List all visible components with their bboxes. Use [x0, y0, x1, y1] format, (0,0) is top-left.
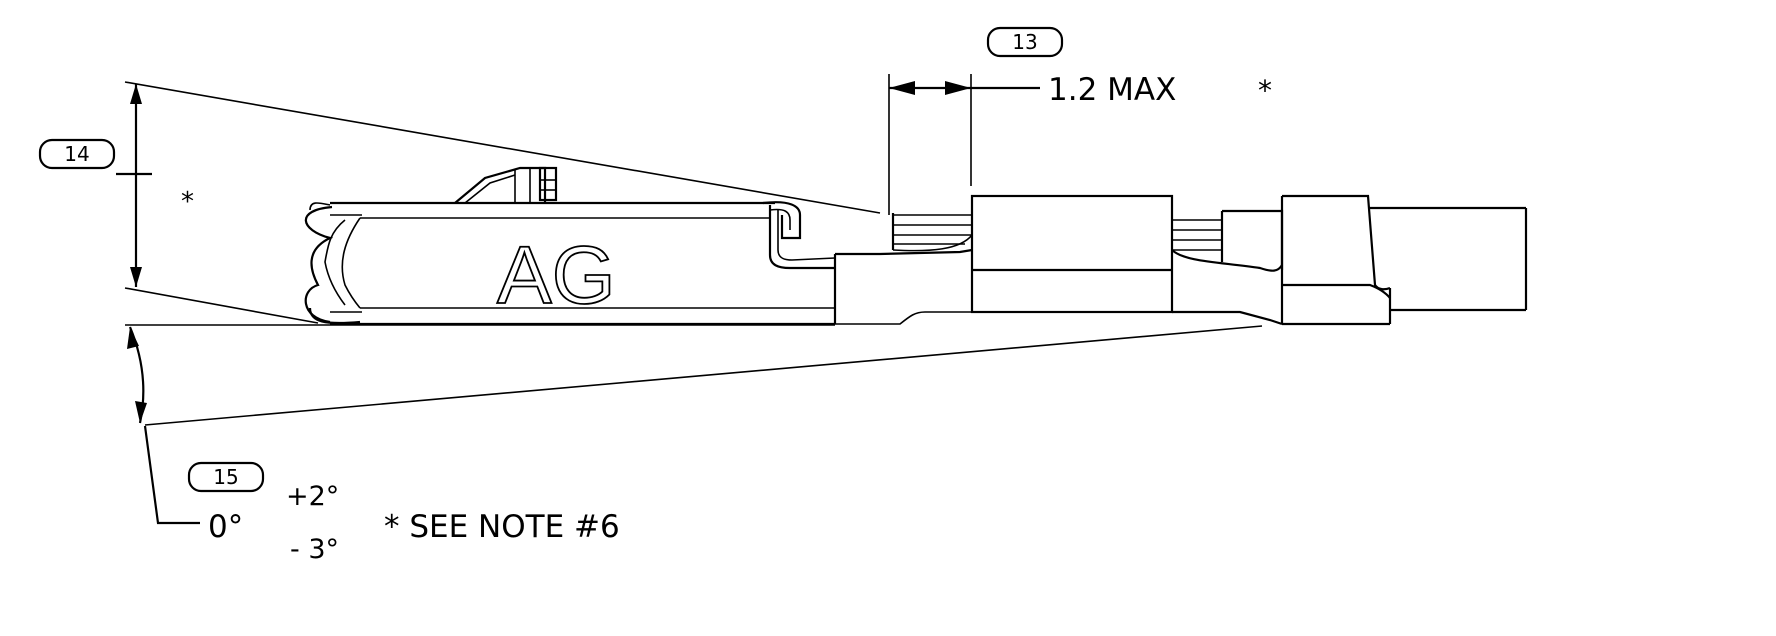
max-length-label: 1.2 MAX — [1048, 72, 1176, 108]
length-dimension — [888, 74, 1040, 215]
angle-nominal: 0° — [208, 509, 243, 545]
balloon-15: 15 — [187, 461, 265, 493]
height-dimension — [116, 84, 152, 287]
angle-dimension — [127, 326, 200, 525]
balloon-14: 14 — [38, 138, 116, 170]
part-marking: AG — [496, 229, 616, 322]
height-asterisk: * — [181, 187, 194, 217]
balloon-13: 13 — [986, 26, 1064, 58]
see-note-reference: * SEE NOTE #6 — [384, 509, 620, 545]
balloon-15-label: 15 — [213, 465, 238, 489]
balloon-14-label: 14 — [64, 142, 89, 166]
angle-minus-tolerance: - 3° — [290, 534, 339, 565]
max-length-asterisk: * — [1258, 74, 1272, 107]
connector-body — [304, 166, 1528, 326]
balloon-13-label: 13 — [1012, 30, 1037, 54]
angle-reference-lines — [124, 81, 1263, 426]
part-marking-text: AG — [497, 230, 615, 321]
angle-plus-tolerance: +2° — [286, 481, 339, 512]
